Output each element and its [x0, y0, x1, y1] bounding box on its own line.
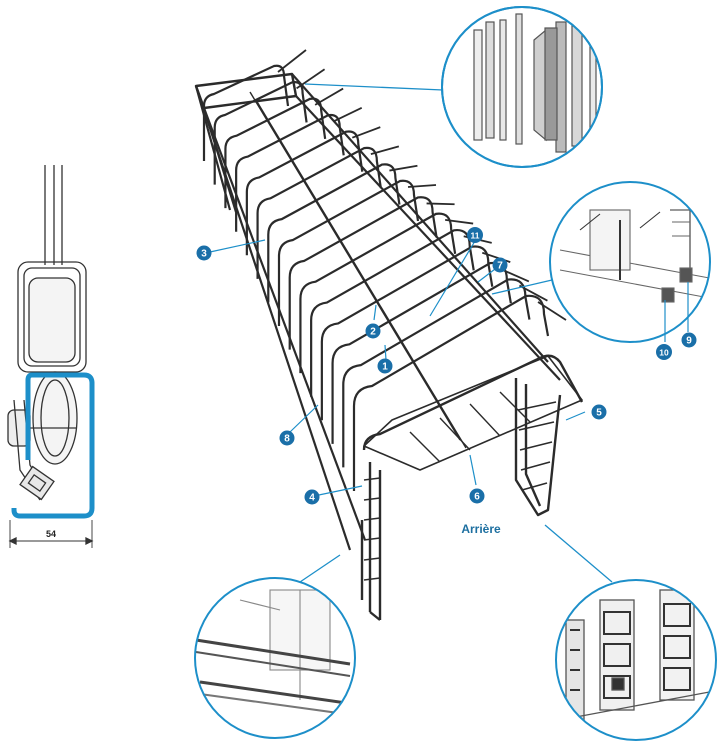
callout-dot: [492, 257, 508, 273]
divider-arch: [213, 81, 308, 185]
callout-leaders: [209, 239, 586, 497]
callout-badge-5: 5: [591, 404, 607, 420]
divider-arches: [202, 49, 567, 491]
detail-bottom-left: [194, 577, 356, 739]
callout-badges: 1 2 3 4 5 6 7 8 9 10 11: [196, 227, 697, 505]
callout-number: 2: [370, 327, 376, 338]
divider-tab: [333, 107, 363, 123]
callout-dot: [304, 489, 320, 505]
callout-number: 11: [471, 231, 480, 241]
divider-arch: [288, 196, 438, 350]
divider-arch: [331, 261, 512, 444]
callout-number: 10: [659, 348, 669, 358]
callout-dot: [469, 488, 485, 504]
leader-bottom-left: [299, 554, 341, 583]
divider-arch: [256, 146, 382, 279]
divider-tab: [407, 184, 437, 188]
divider-arch: [277, 179, 420, 326]
callout-number: 6: [474, 492, 480, 503]
callout-number: 9: [686, 336, 692, 347]
callout-badge-4: 4: [304, 489, 320, 505]
callout-dot: [377, 358, 393, 374]
divider-tab: [500, 268, 530, 283]
callout-badge-1: 1: [377, 358, 393, 374]
divider-tab: [277, 49, 307, 73]
divider-arch: [299, 212, 457, 374]
callout-dot: [591, 404, 607, 420]
divider-tab: [314, 87, 344, 106]
callout-dot: [681, 332, 697, 348]
divider-tab: [445, 218, 474, 225]
callout-number: 7: [497, 261, 503, 272]
callout-badge-6: 6: [469, 488, 485, 504]
callout-badge-8: 8: [279, 430, 295, 446]
divider-arch: [267, 163, 401, 303]
callout-dot: [196, 245, 212, 261]
callout-number: 1: [382, 362, 388, 373]
divider-arch: [235, 113, 345, 232]
divider-arch: [245, 130, 364, 256]
callout-dot: [467, 227, 483, 243]
divider-tab: [351, 126, 381, 139]
callout-badge-9: 9: [681, 332, 697, 348]
leader-right: [491, 279, 553, 295]
divider-tab: [296, 68, 326, 90]
front-end-frame: [360, 354, 584, 621]
divider-tab: [519, 284, 548, 302]
callout-dot: [279, 430, 295, 446]
dimension-value: 54: [46, 529, 56, 539]
divider-arch: [224, 97, 327, 209]
divider-tab: [370, 145, 400, 156]
callout-number: 4: [309, 493, 315, 504]
callout-badge-11: 11: [467, 227, 483, 243]
rack-assembly: [194, 72, 561, 551]
callout-number: 5: [596, 408, 602, 419]
callout-badge-10: 10: [656, 344, 672, 360]
profile-cross-section: [7, 165, 95, 548]
divider-tab: [426, 202, 455, 206]
detail-top: [441, 6, 603, 168]
leader-top: [304, 83, 444, 91]
callout-dot: [365, 323, 381, 339]
detail-right: [549, 181, 711, 343]
callout-dot: [656, 344, 672, 360]
divider-tab: [389, 164, 418, 172]
callout-number: 3: [201, 249, 207, 260]
divider-arch: [202, 64, 290, 161]
detail-bottom-right: [555, 579, 717, 741]
callout-badge-7: 7: [492, 257, 508, 273]
callout-badge-3: 3: [196, 245, 212, 261]
divider-tab: [537, 301, 567, 321]
divider-arch: [320, 245, 494, 421]
leader-bottom-right: [544, 524, 613, 583]
callout-badge-2: 2: [365, 323, 381, 339]
callout-number: 8: [284, 434, 290, 445]
rear-label: Arrière: [461, 522, 501, 536]
